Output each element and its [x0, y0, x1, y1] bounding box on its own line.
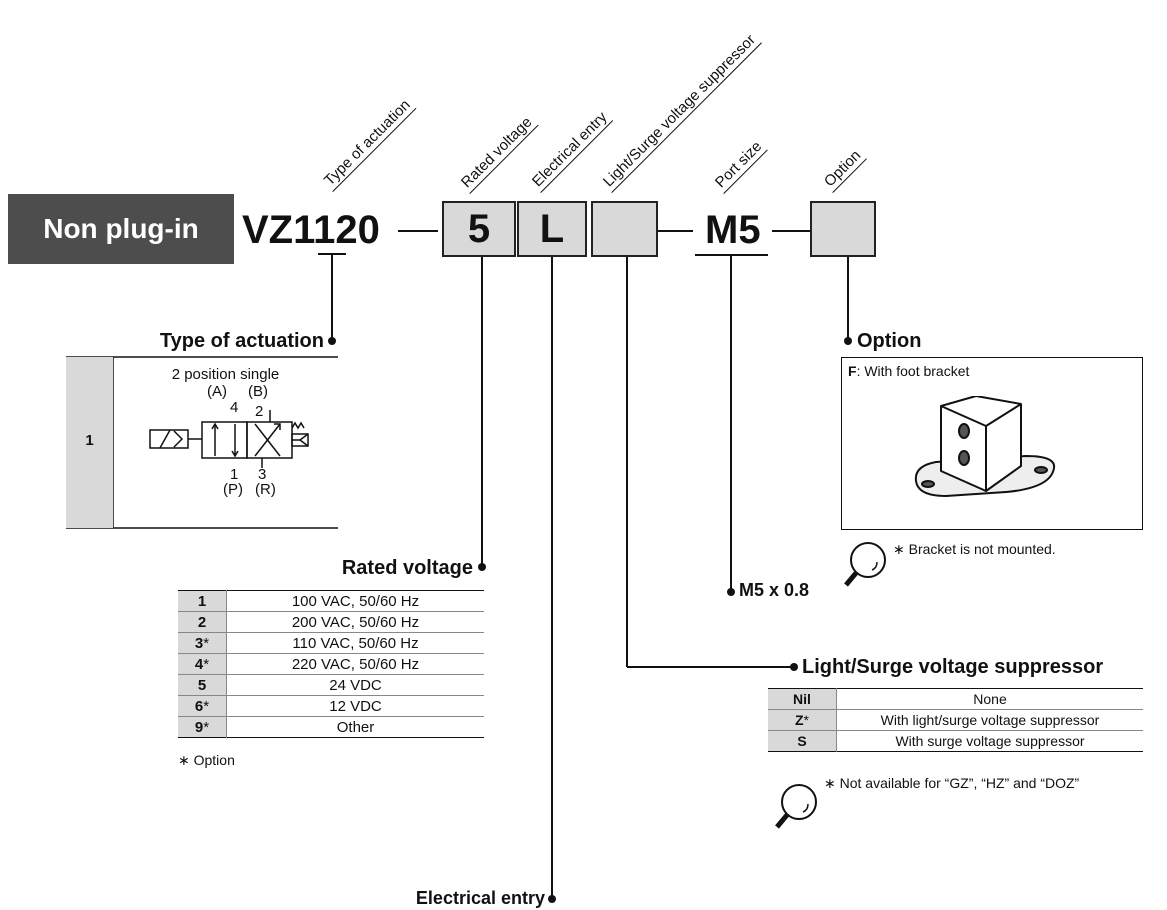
option-code: F [848, 363, 857, 379]
row-code-text: S [797, 733, 807, 749]
actuation-heading: Type of actuation [159, 330, 324, 352]
row-code-text: 1 [197, 592, 207, 610]
option-code-box [810, 201, 876, 257]
port-p-label: (P) [223, 481, 243, 498]
title-box: Non plug-in [8, 194, 234, 264]
row-code: 4* [178, 653, 227, 675]
port-4-label: 4 [230, 399, 239, 416]
row-code-text: 4 [194, 655, 204, 673]
row-value: 24 VDC [226, 674, 484, 696]
row-star: * [203, 697, 210, 715]
row-code: S [768, 730, 837, 752]
suppressor-code-box [591, 201, 658, 257]
row-code: Nil [768, 688, 837, 710]
port-1-label: 1 [230, 466, 239, 483]
table-row: Nil None [768, 688, 1143, 710]
row-code-text: 3 [194, 634, 204, 652]
actuation-description: 2 position single [171, 366, 280, 383]
row-star: * [203, 634, 210, 652]
port-code: M5 [705, 208, 761, 252]
row-code: 1 [178, 590, 227, 612]
row-value: 100 VAC, 50/60 Hz [226, 590, 484, 612]
option-description: : With foot bracket [856, 363, 970, 379]
row-code-text: 6 [194, 697, 204, 715]
row-value: 110 VAC, 50/60 Hz [226, 632, 484, 654]
actuation-code: 1 [85, 432, 94, 449]
option-panel: F: With foot bracket [841, 357, 1143, 530]
foot-bracket-icon [914, 396, 1056, 497]
row-value: 12 VDC [226, 695, 484, 717]
port-a-label: (A) [207, 383, 227, 400]
option-heading: Option [857, 330, 922, 352]
table-row: 4*220 VAC, 50/60 Hz [178, 653, 484, 675]
magnifier-icon [775, 784, 817, 829]
row-code: 3* [178, 632, 227, 654]
row-star: * [203, 718, 210, 736]
table-row: 2 200 VAC, 50/60 Hz [178, 611, 484, 633]
table-row: S With surge voltage suppressor [768, 730, 1143, 752]
row-value: With surge voltage suppressor [836, 730, 1143, 752]
row-code-text: 2 [197, 613, 207, 631]
port-2-label: 2 [255, 403, 264, 420]
table-row: 1 100 VAC, 50/60 Hz [178, 590, 484, 612]
port-size-value: M5 x 0.8 [739, 580, 810, 600]
voltage-note: ∗ Option [178, 752, 235, 768]
table-row: 6*12 VDC [178, 695, 484, 717]
port-3-label: 3 [258, 466, 267, 483]
port-r-label: (R) [255, 481, 276, 498]
row-value: Other [226, 716, 484, 738]
row-code: Z* [768, 709, 837, 731]
row-code-text: Z [794, 712, 804, 728]
row-code-text: 9 [194, 718, 204, 736]
option-note: ∗ Bracket is not mounted. [893, 541, 1056, 557]
row-star: * [803, 712, 809, 728]
table-row: 5 24 VDC [178, 674, 484, 696]
row-code-text: Nil [793, 691, 811, 707]
entry-code-box: L [517, 201, 587, 257]
row-value: 220 VAC, 50/60 Hz [226, 653, 484, 675]
row-code-text: 5 [197, 676, 207, 694]
row-value: 200 VAC, 50/60 Hz [226, 611, 484, 633]
port-b-label: (B) [248, 383, 268, 400]
electrical-entry-heading: Electrical entry [415, 888, 545, 908]
row-code: 2 [178, 611, 227, 633]
light-surge-heading: Light/Surge voltage suppressor [802, 656, 1104, 678]
row-star: * [203, 655, 210, 673]
suppressor-note: ∗ Not available for “GZ”, “HZ” and “DOZ” [824, 775, 1080, 791]
table-row: 3*110 VAC, 50/60 Hz [178, 632, 484, 654]
table-row: Z*With light/surge voltage suppressor [768, 709, 1143, 731]
row-code: 5 [178, 674, 227, 696]
page-title: Non plug-in [43, 213, 199, 244]
row-value: With light/surge voltage suppressor [836, 709, 1143, 731]
model-number: VZ1120 [242, 208, 380, 252]
voltage-code-box: 5 [442, 201, 516, 257]
row-code: 6* [178, 695, 227, 717]
valve-symbol-icon [149, 410, 309, 468]
row-value: None [836, 688, 1143, 710]
rated-voltage-heading: Rated voltage [341, 557, 473, 579]
row-code: 9* [178, 716, 227, 738]
table-row: 9*Other [178, 716, 484, 738]
magnifier-icon [844, 542, 886, 587]
